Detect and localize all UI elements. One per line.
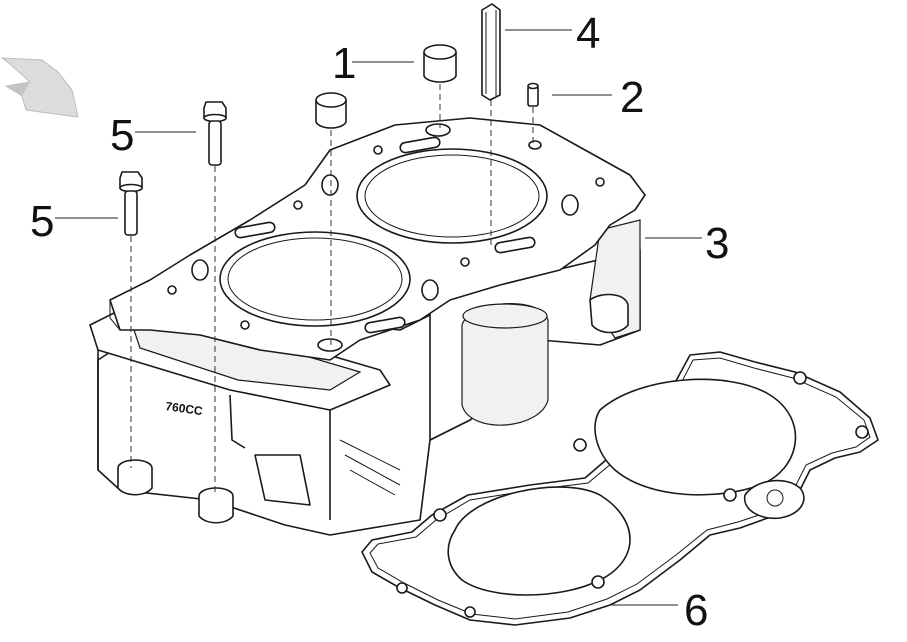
engine-displacement-stamp: 760CC (165, 399, 204, 418)
bolt-front (119, 171, 143, 236)
cylinder-block: 760CC (89, 219, 641, 536)
locating-pin (527, 82, 539, 107)
dowel-sleeve-1 (423, 44, 457, 83)
assembly-axes (130, 84, 534, 496)
base-gasket (361, 351, 879, 626)
part-label-5-rear: 5 (110, 111, 134, 160)
chain-guide (481, 3, 501, 101)
dowel-sleeve-2 (315, 92, 347, 129)
bolt-rear (203, 101, 227, 166)
part-label-3: 3 (705, 219, 729, 268)
leader-lines (55, 29, 702, 606)
part-label-6: 6 (684, 586, 708, 635)
part-label-5-front: 5 (30, 197, 54, 246)
part-label-1: 1 (332, 39, 356, 88)
part-label-4: 4 (576, 9, 600, 58)
part-labels: 1 2 3 4 5 5 6 (30, 9, 729, 635)
direction-arrow-icon (0, 57, 79, 118)
cylinder-deck (109, 117, 646, 361)
part-label-2: 2 (620, 73, 644, 122)
